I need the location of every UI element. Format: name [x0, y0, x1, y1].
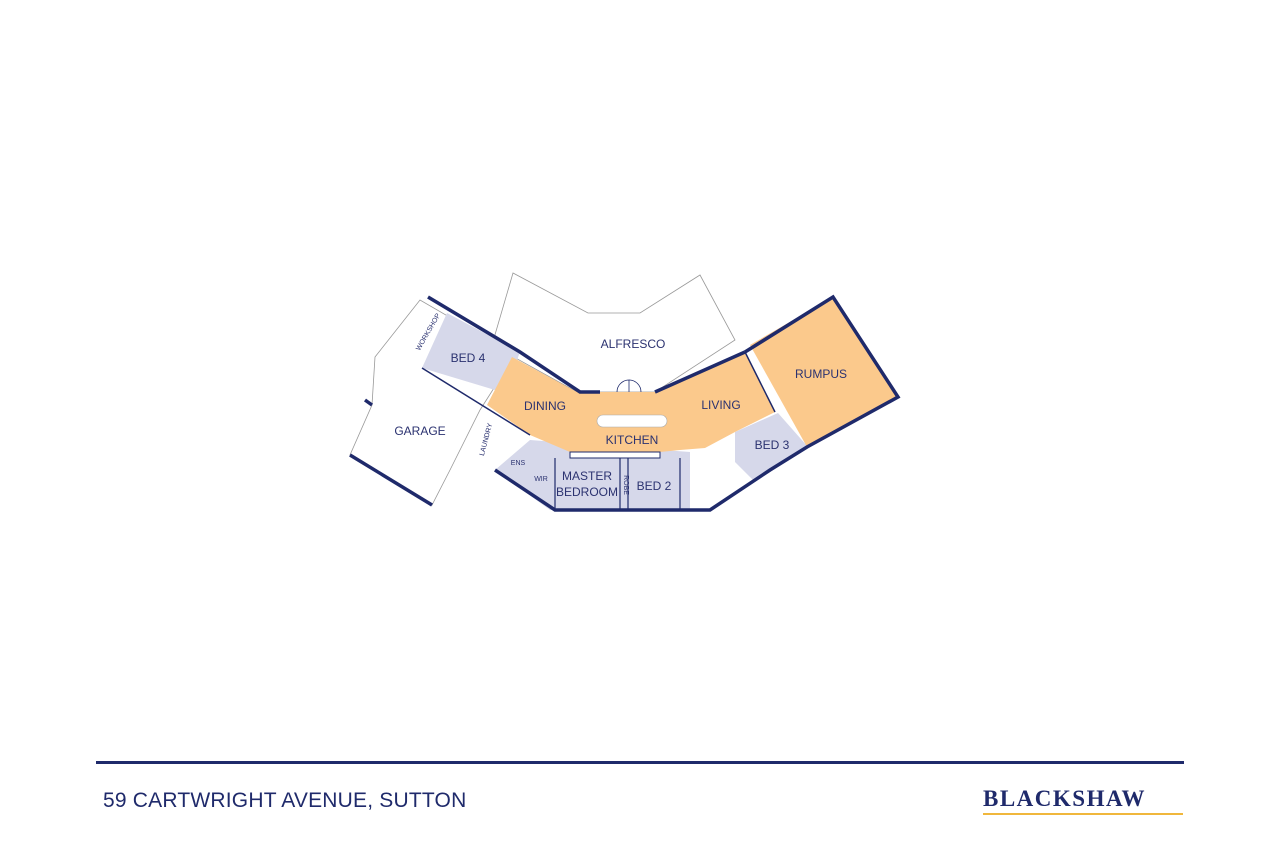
alfresco-doors [616, 379, 642, 393]
walls [349, 294, 901, 512]
room-label-living: LIVING [701, 398, 740, 412]
property-address: 59 CARTWRIGHT AVENUE, SUTTON [103, 789, 467, 812]
brand-logo: BLACKSHAW [983, 786, 1147, 811]
room-label-wir: WIR [534, 476, 548, 483]
room-label-alfresco: ALFRESCO [601, 337, 666, 351]
room-label-laundry: LAUNDRY [479, 422, 494, 456]
living-zone [487, 352, 775, 452]
room-label-kitchen: KITCHEN [606, 433, 659, 447]
room-label-robe: ROBE [622, 475, 629, 495]
bed4-area [422, 313, 520, 393]
rumpus-area [750, 297, 898, 447]
bed3-area [735, 413, 808, 482]
kitchen-island [596, 414, 668, 428]
kitchen-bench [569, 451, 661, 459]
brand-logo-underline [983, 813, 1183, 815]
room-label-master-1: MASTER [562, 469, 612, 483]
room-label-master-2: BEDROOM [556, 485, 618, 499]
room-label-rumpus: RUMPUS [795, 367, 847, 381]
footer-divider [96, 761, 1184, 764]
room-label-bed4: BED 4 [451, 351, 486, 365]
room-label-bed2: BED 2 [637, 479, 672, 493]
room-label-ens: ENS [511, 460, 526, 467]
room-label-dining: DINING [524, 399, 566, 413]
room-label-bed3: BED 3 [755, 438, 790, 452]
room-label-garage: GARAGE [394, 424, 445, 438]
